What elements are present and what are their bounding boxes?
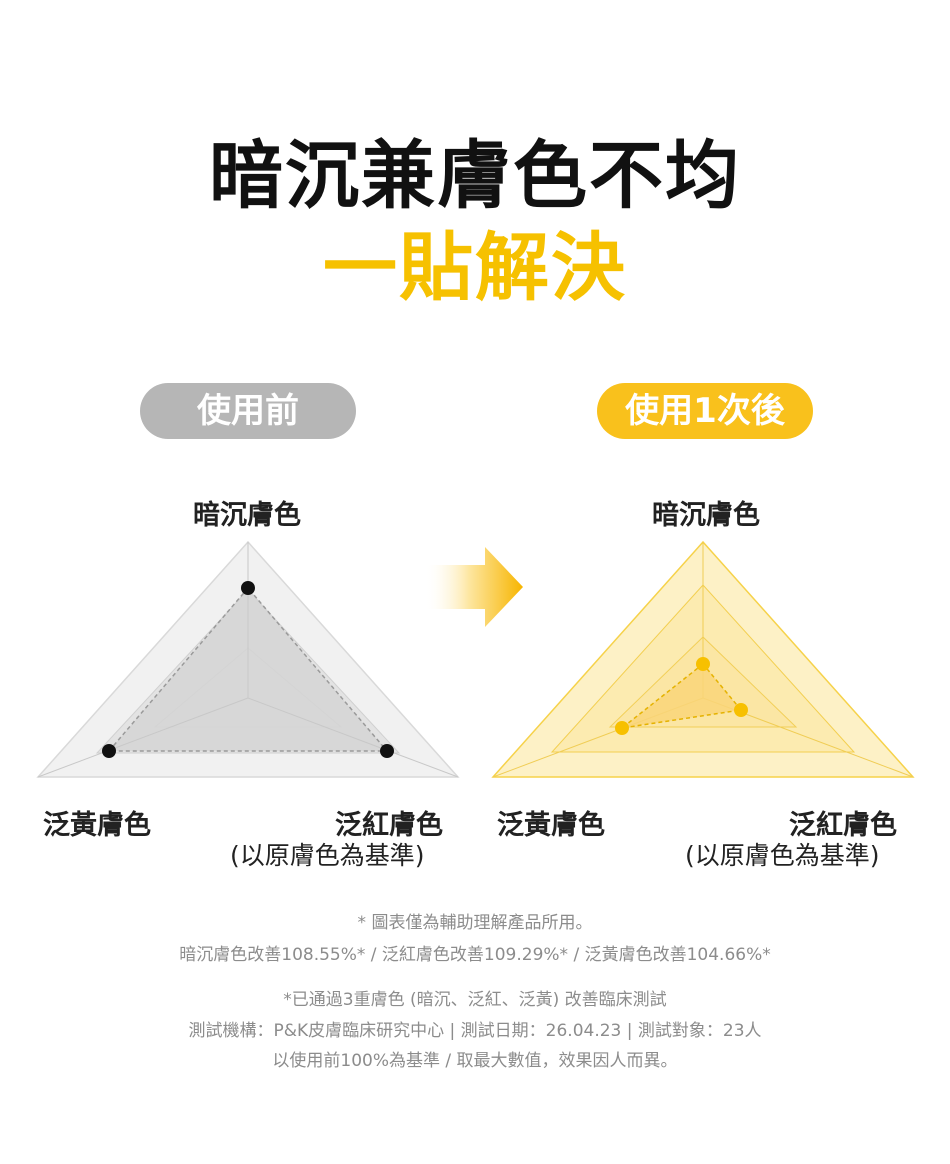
after-right-label: 泛紅膚色 [789, 810, 897, 841]
after-left-label: 泛黃膚色 [497, 810, 605, 841]
headline-line2: 一貼解決 [323, 225, 627, 311]
note-line2: 暗沉膚色改善108.55%* / 泛紅膚色改善109.29%* / 泛黃膚色改善… [179, 945, 771, 965]
before-axis-left [37, 697, 249, 778]
before-right-sub: (以原膚色為基準) [230, 841, 425, 870]
before-right-label: 泛紅膚色 [335, 810, 443, 841]
after-top-label: 暗沉膚色 [652, 500, 760, 531]
before-top-label: 暗沉膚色 [193, 500, 301, 531]
after-data-area [619, 662, 743, 730]
after-badge: 使用1次後 [597, 383, 813, 439]
arrow-icon [425, 547, 523, 627]
before-point-dullness [241, 581, 255, 595]
after-radar-chart [491, 540, 915, 778]
note-line5: 以使用前100%為基準 / 取最大數值，效果因人而異。 [272, 1051, 678, 1071]
before-radar-chart [36, 540, 460, 778]
before-left-label: 泛黃膚色 [43, 810, 151, 841]
note-line3: *已通過3重膚色 (暗沉、泛紅、泛黃) 改善臨床測試 [283, 990, 667, 1010]
before-point-red [380, 744, 394, 758]
before-axis-right [247, 697, 459, 778]
note-line4: 測試機構：P&K皮膚臨床研究中心 | 測試日期：26.04.23 | 測試對象：… [188, 1021, 762, 1041]
after-point-dullness [696, 657, 710, 671]
headline-line1: 暗沉兼膚色不均 [209, 133, 741, 219]
after-right-sub: (以原膚色為基準) [685, 841, 880, 870]
before-point-yellow [102, 744, 116, 758]
note-line1: * 圖表僅為輔助理解產品所用。 [357, 913, 593, 933]
after-point-red [734, 703, 748, 717]
after-point-yellow [615, 721, 629, 735]
before-badge: 使用前 [140, 383, 356, 439]
